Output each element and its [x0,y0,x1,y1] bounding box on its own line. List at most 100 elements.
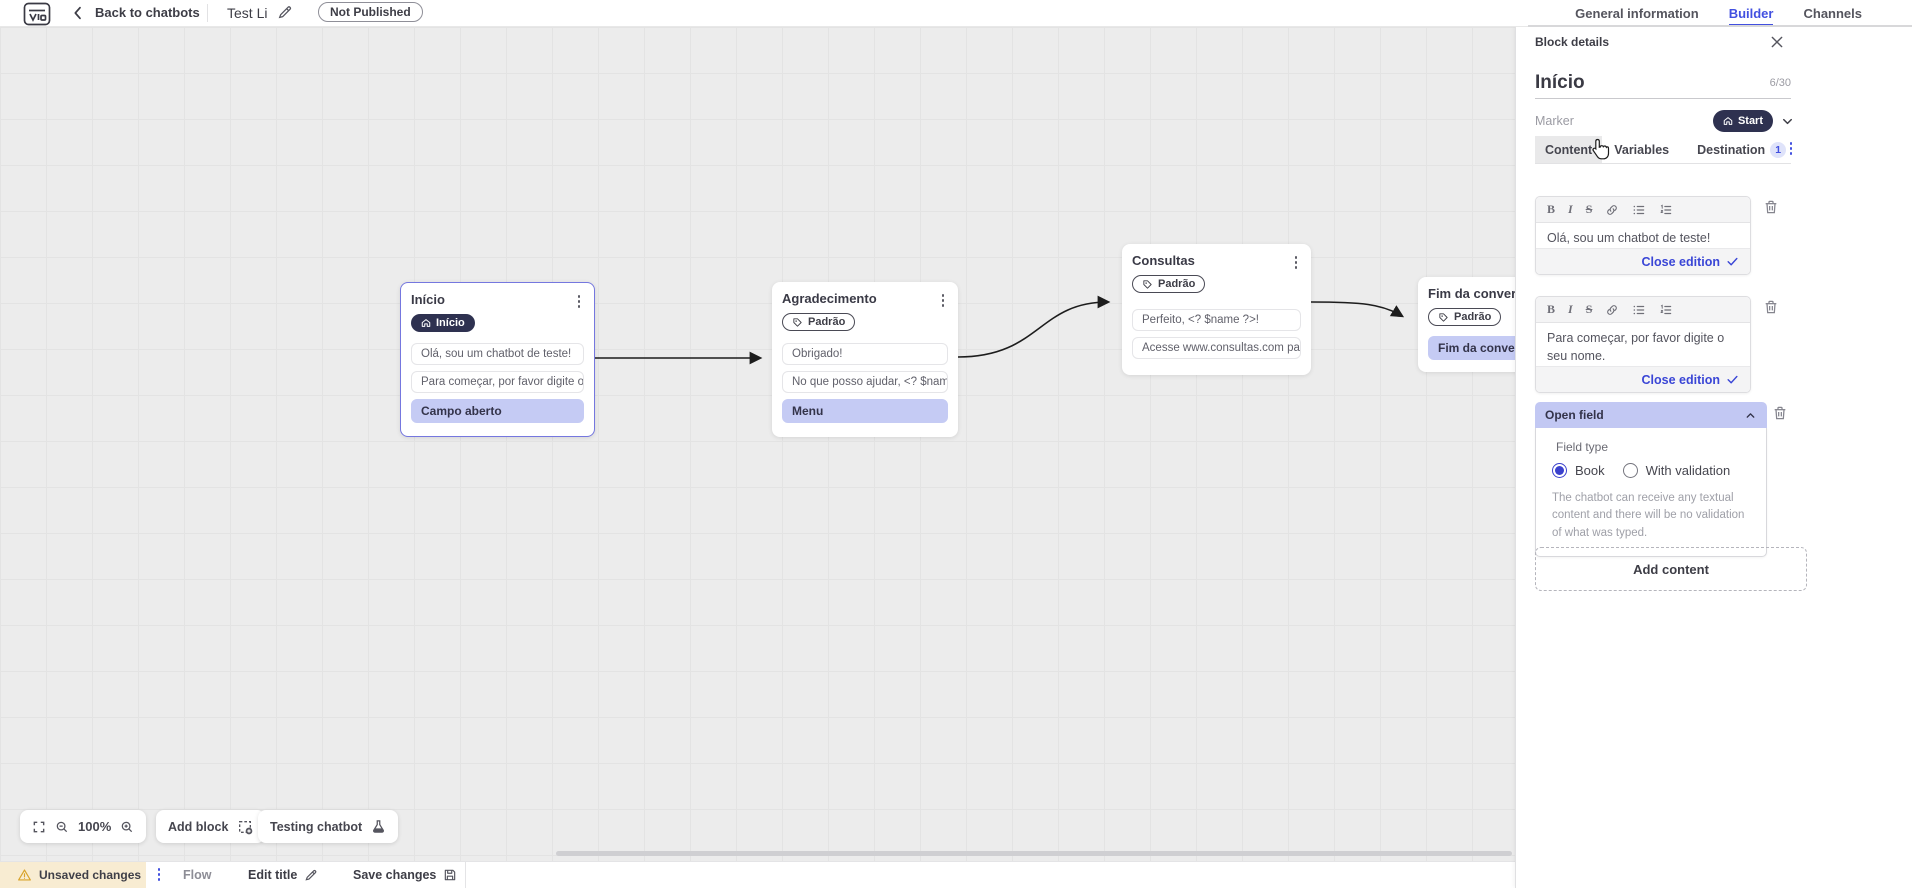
fullscreen-icon[interactable] [32,820,46,834]
block-content-row[interactable]: Para começar, por favor digite o ... [411,371,584,393]
radio-unselected-icon [1622,463,1638,478]
strikethrough-icon[interactable]: S [1585,202,1593,216]
open-field-section: Open field Field type Book With validati… [1535,402,1767,557]
block-menu-icon[interactable] [1289,254,1303,272]
bold-icon[interactable]: B [1547,302,1556,316]
tab-destination-label: Destination [1697,142,1766,157]
block-content-row[interactable]: Perfeito, <? $name ?>! [1132,308,1301,331]
editor-text[interactable]: Para começar, por favor digite o seu nom… [1536,323,1750,372]
close-edition-button[interactable]: Close edition [1536,248,1750,274]
delete-content-icon[interactable] [1763,298,1779,316]
delete-content-icon[interactable] [1763,198,1779,216]
editor-toolbar: B I S [1536,197,1750,223]
chevron-down-icon[interactable] [1780,114,1795,129]
tag-badge: Padrão [1428,308,1502,326]
tab-channels[interactable]: Channels [1803,5,1862,21]
bold-icon[interactable]: B [1547,202,1556,216]
marker-label: Marker [1535,114,1574,128]
block-content-row[interactable]: Acesse www.consultas.com par... [1132,336,1301,359]
content-editor: B I S Para começar, por favor digite o s… [1535,296,1751,393]
block-name-underline [1535,98,1791,99]
add-content-button[interactable]: Add content [1535,547,1807,591]
flow-label: Flow [183,868,212,882]
bullet-list-icon[interactable] [1632,303,1646,317]
close-edition-button[interactable]: Close edition [1536,366,1750,392]
zoom-in-icon[interactable] [120,820,134,834]
italic-icon[interactable]: I [1568,302,1573,316]
add-block-icon [239,820,253,834]
flow-block-agradecimento[interactable]: Agradecimento Padrão Obrigado! No que po… [772,282,958,437]
radio-book[interactable]: Book [1552,463,1605,478]
tab-content[interactable]: Content [1535,136,1603,163]
block-menu-row[interactable]: Menu [782,398,948,423]
field-type-label: Field type [1556,440,1609,454]
bullet-list-icon[interactable] [1632,203,1646,217]
numbered-list-icon[interactable] [1659,303,1673,317]
numbered-list-icon[interactable] [1659,203,1673,217]
badge-label: Início [436,317,465,329]
open-field-header[interactable]: Open field [1535,402,1767,428]
badge-label: Padrão [1158,278,1196,290]
edit-title-icon[interactable] [277,4,293,20]
edit-title-button[interactable]: Edit title [248,868,318,882]
edit-title-label: Edit title [248,868,298,882]
check-icon [1727,257,1738,266]
save-changes-label: Save changes [353,868,437,882]
link-icon[interactable] [1605,203,1619,217]
close-edition-label: Close edition [1641,372,1720,387]
marker-start-pill[interactable]: Start [1712,110,1773,132]
delete-open-field-icon[interactable] [1772,404,1788,422]
testing-chatbot-button[interactable]: Testing chatbot [258,810,399,843]
statusbar-menu-icon[interactable] [153,866,165,884]
home-icon [1723,117,1733,125]
flow-block-inicio[interactable]: Início Início Olá, sou um chatbot de tes… [400,282,595,437]
start-marker-badge: Início [411,314,475,332]
close-icon[interactable] [1769,34,1785,50]
block-name-input[interactable]: Início [1535,72,1585,93]
testing-chatbot-label: Testing chatbot [270,819,363,834]
editor-toolbar: B I S [1536,297,1750,323]
radio-book-label: Book [1575,463,1605,478]
unsaved-changes-label: Unsaved changes [39,868,142,882]
back-to-chatbots-link[interactable]: Back to chatbots [95,5,200,20]
link-icon[interactable] [1605,303,1619,317]
block-open-field-row[interactable]: Campo aberto [411,399,584,423]
home-icon [421,319,431,327]
publish-status-badge: Not Published [318,2,423,22]
tab-destination[interactable]: Destination 1 [1687,136,1796,163]
flow-view-button[interactable]: Flow [183,868,211,882]
block-content-row[interactable]: No que posso ajudar, <? $name ... [782,370,948,393]
block-title: Início [411,292,445,307]
block-content-row[interactable]: Obrigado! [782,342,948,365]
tab-builder[interactable]: Builder [1728,0,1774,27]
unsaved-changes-badge: Unsaved changes [0,862,146,888]
radio-with-validation[interactable]: With validation [1622,463,1730,478]
tab-general-information[interactable]: General information [1575,5,1699,21]
zoom-out-icon[interactable] [55,820,69,834]
destination-count-badge: 1 [1770,141,1787,158]
add-block-button[interactable]: Add block [156,810,266,843]
tab-variables[interactable]: Variables [1604,136,1679,163]
block-title: Consultas [1132,253,1195,268]
close-edition-label: Close edition [1641,254,1720,269]
block-menu-icon[interactable] [936,292,950,310]
block-title: Agradecimento [782,291,877,306]
tag-icon [1439,312,1448,322]
radio-selected-icon [1552,463,1567,478]
save-changes-button[interactable]: Save changes [353,868,457,882]
canvas-zoom-toolbar: 100% [20,810,147,843]
italic-icon[interactable]: I [1568,202,1573,216]
block-menu-icon[interactable] [572,293,586,311]
save-icon [445,869,456,881]
canvas-horizontal-scrollbar[interactable] [556,851,1512,856]
panel-tabs-menu-icon[interactable] [1785,139,1797,159]
top-bar: Back to chatbots Test Li Not Published G… [0,0,1912,27]
block-content-row[interactable]: Olá, sou um chatbot de teste! [411,343,584,365]
block-title: Fim da conversa [1428,286,1531,301]
app-logo [23,2,51,26]
strikethrough-icon[interactable]: S [1585,302,1593,316]
back-chevron-icon[interactable] [70,5,86,21]
open-field-title: Open field [1545,408,1604,422]
tab-content-label: Content [1545,142,1593,157]
flow-block-consultas[interactable]: Consultas Padrão Perfeito, <? $name ?>! … [1122,244,1311,375]
